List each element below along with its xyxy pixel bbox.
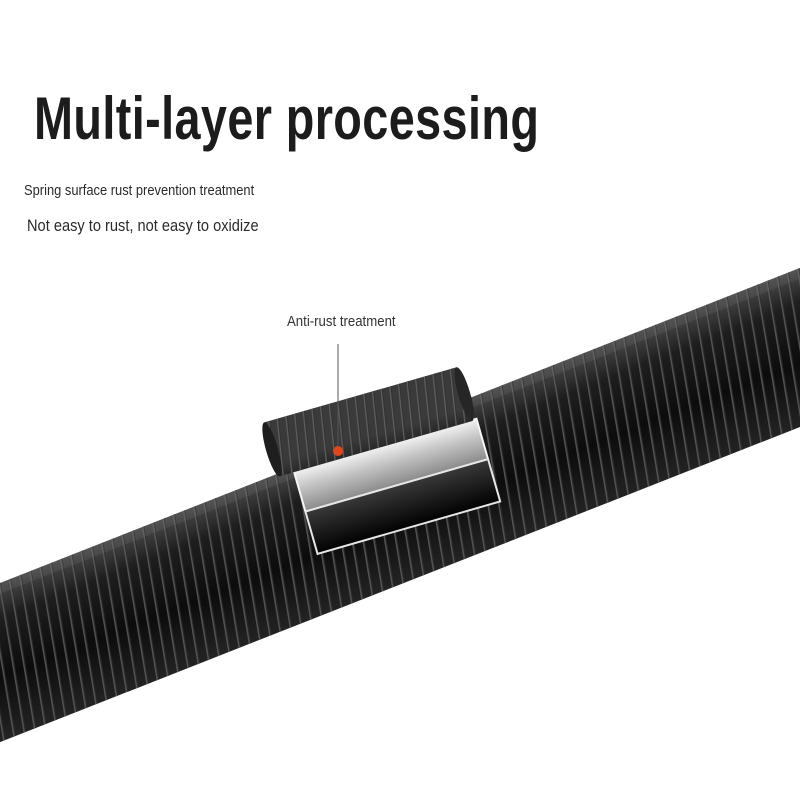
callout-marker-dot <box>333 446 343 456</box>
callout-label: Anti-rust treatment <box>287 313 396 330</box>
subtitle-treatment: Spring surface rust prevention treatment <box>24 182 255 199</box>
subtitle-benefit: Not easy to rust, not easy to oxidize <box>27 216 259 235</box>
anti-rust-sleeve <box>262 367 502 556</box>
page-title: Multi-layer processing <box>34 85 540 152</box>
